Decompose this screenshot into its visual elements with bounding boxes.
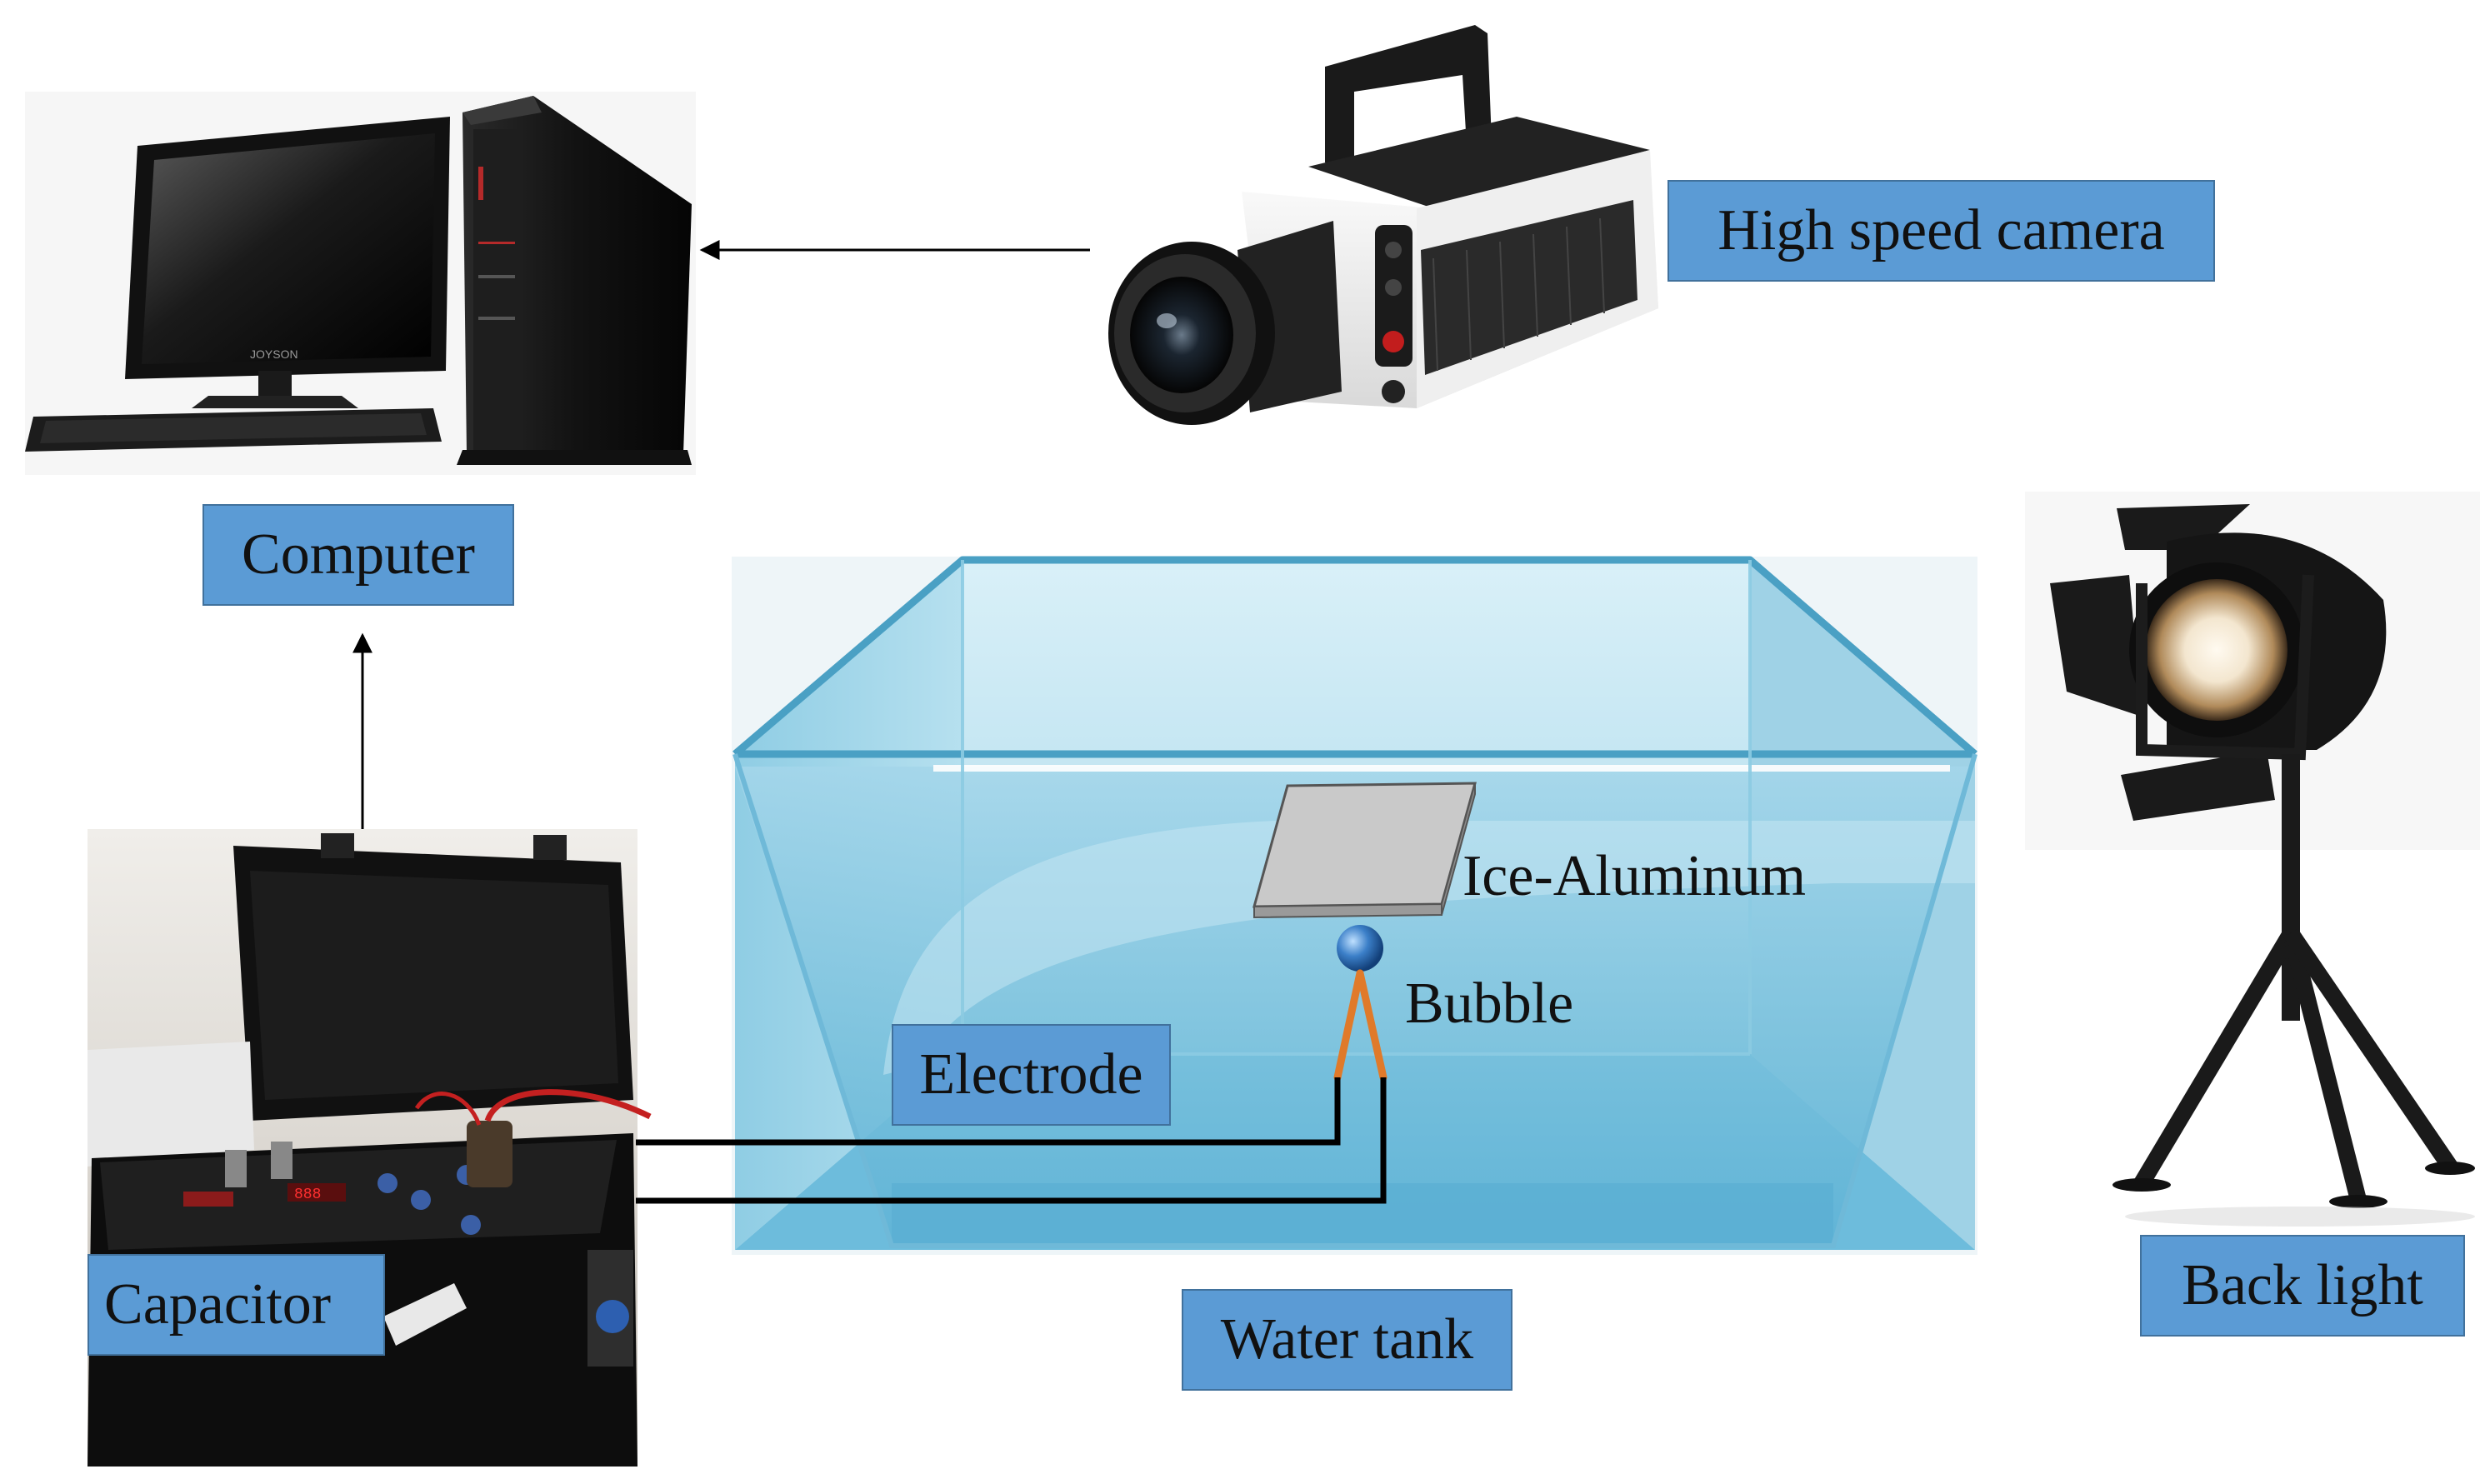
capacitor-illustration: 888: [88, 829, 652, 1467]
computer-label: Computer: [202, 504, 514, 606]
electrode-label: Electrode: [892, 1024, 1171, 1126]
bubble-label: Bubble: [1405, 972, 1574, 1036]
back-light-illustration: [2025, 492, 2480, 1227]
back-light-label: Back light: [2140, 1235, 2465, 1337]
svg-text:888: 888: [294, 1187, 321, 1203]
capacitor-label: Capacitor: [88, 1254, 385, 1356]
high-speed-camera-illustration: [1108, 25, 1658, 425]
svg-text:JOYSON: JOYSON: [250, 347, 298, 361]
water-tank-label: Water tank: [1182, 1289, 1512, 1391]
ice-aluminum-label: Ice-Aluminum: [1462, 844, 1807, 908]
high-speed-camera-label: High speed camera: [1668, 180, 2215, 282]
computer-illustration: JOYSON: [25, 92, 696, 475]
electrode-wires: [636, 1077, 1387, 1204]
